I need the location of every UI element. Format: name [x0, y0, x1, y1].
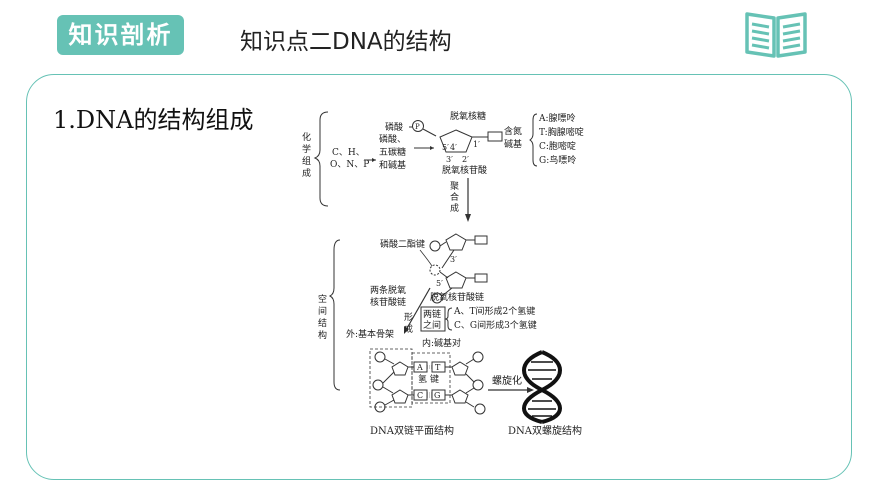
phosphodiester-label: 磷酸二酯键 — [380, 238, 425, 250]
section-heading: 1.DNA的结构组成 — [53, 106, 254, 134]
component-2: 五碳糖 — [379, 146, 406, 158]
polymerize-3: 成 — [450, 202, 459, 214]
cg-bonds: C、G间形成3个氢键 — [454, 319, 537, 331]
strand-5: 5′ — [436, 279, 443, 288]
chem-label-2: 学 — [302, 143, 311, 155]
carbon-2: 2′ — [462, 155, 469, 164]
helix-label: 螺旋化 — [492, 374, 522, 387]
carbon-5: 5′ — [442, 143, 449, 152]
polymerize-2: 合 — [450, 191, 459, 203]
form-2: 成 — [404, 323, 413, 335]
elements-line2: O、N、P — [330, 160, 369, 170]
between-chains-1: 两链 — [423, 308, 441, 320]
section-badge: 知识剖析 — [57, 15, 184, 55]
component-1: 磷酸、 — [379, 133, 406, 145]
outer-backbone: 外:基本骨架 — [346, 328, 394, 340]
chem-label-4: 成 — [302, 167, 311, 179]
helix-caption: DNA双螺旋结构 — [508, 424, 582, 437]
carbon-1: 1′ — [473, 140, 480, 149]
hydrogen-bond: 氢 — [418, 373, 427, 385]
strand-3: 3′ — [450, 255, 457, 264]
double-helix-icon — [522, 350, 562, 424]
nucleotide-chain-label: 脱氧核苷酸链 — [430, 291, 484, 303]
base-label-2: 碱基 — [504, 138, 522, 150]
elements-line1: C、H、 — [332, 148, 365, 158]
polymerize-1: 聚 — [450, 181, 459, 192]
plane-caption: DNA双链平面结构 — [370, 424, 454, 437]
phosphate-label: 磷酸 — [385, 121, 403, 133]
two-strands-2: 核苷酸链 — [370, 296, 406, 308]
sugar-label: 脱氧核糖 — [450, 110, 486, 122]
spatial-label-1: 空 — [318, 293, 327, 305]
inner-pairs: 内:碱基对 — [422, 337, 461, 349]
base-c: C:胞嘧啶 — [539, 140, 576, 152]
base-label-1: 含氮 — [504, 125, 522, 137]
pair2-g: G — [434, 391, 440, 400]
pair1-a: A — [416, 363, 423, 372]
pair1-t: T — [435, 363, 441, 372]
carbon-4: 4′ — [450, 143, 457, 152]
carbon-3: 3′ — [446, 155, 453, 164]
content-card — [26, 74, 852, 480]
nucleotide-label: 脱氧核苷酸 — [442, 164, 487, 176]
spatial-structure: 空 间 结 构 磷酸二酯键 3′ 5′ 两条脱氧 核苷酸链 脱氧核苷酸链 形 成… — [318, 233, 582, 437]
at-bonds: A、T间形成2个氢键 — [453, 305, 535, 317]
slide-title: 知识点二DNA的结构 — [240, 29, 452, 55]
hydrogen-bond-2: 键 — [430, 373, 439, 385]
spatial-label-4: 构 — [318, 329, 327, 341]
two-strands-1: 两条脱氧 — [370, 284, 406, 296]
spatial-label-2: 间 — [318, 305, 327, 317]
spatial-label-3: 结 — [318, 317, 327, 329]
chem-composition: 化 学 组 成 C、H、 O、N、P 磷酸、 五碳糖 和碱基 磷酸 P 脱氧核糖… — [302, 110, 584, 207]
form-1: 形 — [404, 311, 413, 323]
component-3: 和碱基 — [379, 159, 406, 171]
chem-label-1: 化 — [302, 131, 311, 143]
base-a: A:腺嘌呤 — [538, 112, 576, 124]
phosphate-symbol: P — [415, 123, 420, 131]
base-g: G:鸟嘌呤 — [539, 154, 576, 166]
dna-structure-diagram: 化 学 组 成 C、H、 O、N、P 磷酸、 五碳糖 和碱基 磷酸 P 脱氧核糖… — [302, 110, 584, 437]
book-icon — [745, 12, 807, 58]
polymerize-arrow: 聚 合 成 — [450, 178, 471, 222]
chem-label-3: 组 — [302, 155, 311, 167]
pair2-c: C — [417, 391, 423, 400]
base-t: T:胸腺嘧啶 — [539, 126, 584, 138]
between-chains-2: 之间 — [423, 319, 441, 331]
